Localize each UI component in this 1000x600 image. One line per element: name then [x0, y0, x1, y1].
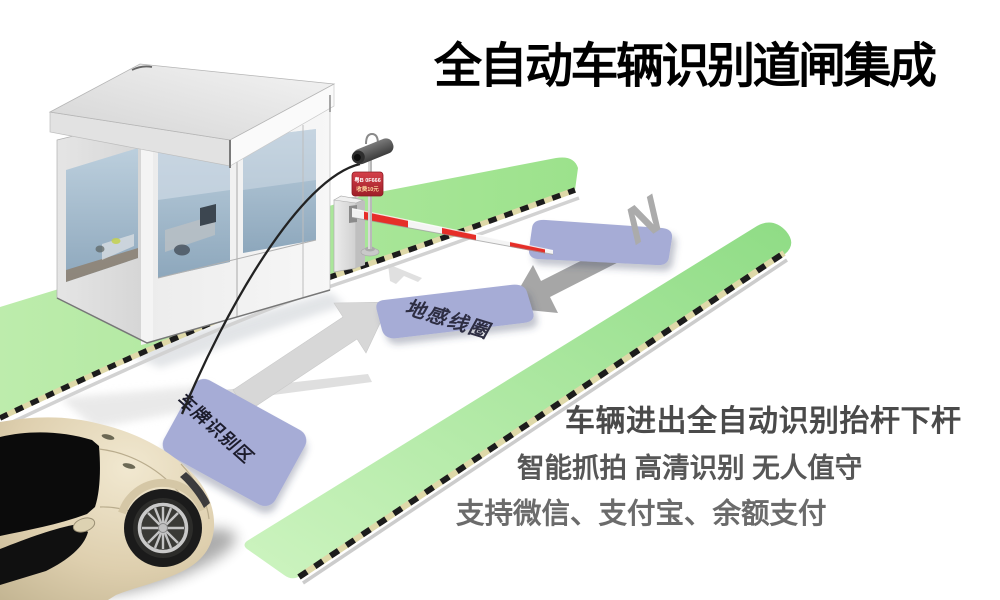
curb-side — [3, 196, 580, 428]
hood-vent-2 — [122, 463, 136, 469]
feature-line-2: 智能抓拍 高清识别 无人值守 — [517, 452, 863, 483]
led-sign-line1: 粤B 0F666 — [354, 176, 381, 184]
cctv-camera-icon — [351, 138, 394, 165]
car-windshield — [0, 432, 100, 536]
led-sign: 粤B 0F666 收费10元 — [351, 171, 384, 197]
booth-window-left — [66, 148, 138, 282]
strip-curb-hatch — [297, 250, 786, 580]
car-wheel — [118, 478, 207, 567]
feature-line-1: 车辆进出全自动识别抬杆下杆 — [565, 405, 962, 438]
zone-plate-shape — [162, 378, 307, 507]
led-sign-line2: 收费10元 — [356, 185, 379, 193]
feature-line-3: 支持微信、支付宝、余额支付 — [456, 498, 827, 530]
zone-exit-pad — [528, 219, 673, 266]
camera-pole — [360, 132, 380, 257]
leader-line — [180, 162, 361, 415]
car-side-window — [0, 524, 88, 585]
car-fender — [118, 478, 207, 515]
hood-vent-1 — [101, 434, 115, 440]
booth-roof-top — [48, 63, 336, 141]
grass-strip — [244, 222, 792, 585]
zone-ground-loop: 地感线圈 — [376, 284, 534, 343]
barrier-arm — [349, 205, 554, 255]
car — [0, 417, 237, 600]
page-title: 全自动车辆识别道闸集成 — [434, 40, 937, 93]
booth-corner-pillar — [141, 118, 153, 345]
booth-sill — [157, 239, 317, 279]
car-headlight — [180, 472, 210, 508]
strip-curb-side — [302, 258, 788, 585]
camera-mount — [365, 132, 379, 145]
car-mirror — [72, 517, 96, 533]
guard-booth — [48, 63, 336, 345]
entry-arrow — [232, 301, 391, 413]
